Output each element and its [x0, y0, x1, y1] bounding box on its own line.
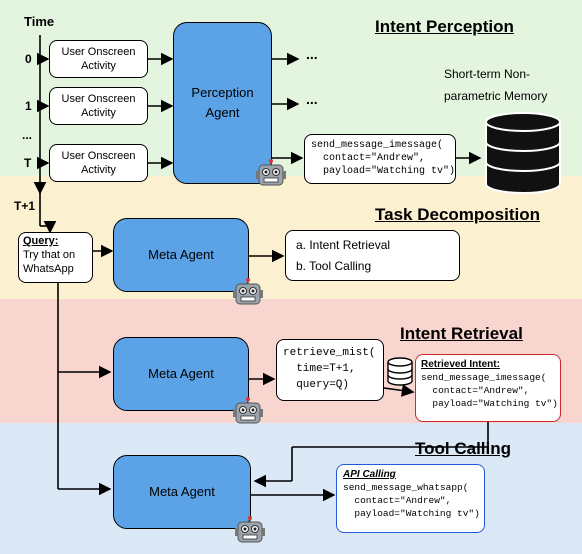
- activity-box-1: User Onscreen Activity: [49, 87, 148, 125]
- meta-agent-label: Meta Agent: [149, 484, 215, 499]
- step-tool-calling: b. Tool Calling: [296, 259, 372, 273]
- robot-icon: [233, 278, 263, 305]
- next-step-label: T+1: [14, 199, 36, 213]
- time-tick-ellipsis: ...: [22, 128, 33, 142]
- api-calling-box: API Calling send_message_whatsapp( conta…: [336, 464, 485, 533]
- retrieved-intent-box: Retrieved Intent: send_message_imessage(…: [415, 354, 561, 422]
- meta-agent-label: Meta Agent: [148, 366, 214, 381]
- retrieved-intent-title: Retrieved Intent:: [421, 359, 500, 370]
- retrieve-call-box: retrieve_mist( time=T+1, query=Q): [276, 339, 384, 401]
- database-icon: [485, 112, 561, 194]
- robot-icon: [235, 516, 265, 543]
- query-text: Try that on WhatsApp: [23, 249, 76, 275]
- perception-agent: Perception Agent: [173, 22, 272, 184]
- database-icon: [387, 357, 413, 386]
- query-title: Query:: [23, 235, 59, 247]
- memory-label: Short-term Non-parametric Memory: [444, 67, 548, 103]
- perception-output-box: send_message_imessage( contact="Andrew",…: [304, 134, 456, 184]
- meta-agent-label: Meta Agent: [148, 247, 214, 262]
- ellipsis-output-0: ...: [306, 46, 318, 62]
- decomposition-steps-box: a. Intent Retrieval b. Tool Calling: [285, 230, 460, 281]
- time-tick-0: 0: [25, 52, 32, 66]
- meta-agent-tool-calling: Meta Agent: [113, 455, 251, 529]
- meta-agent-decomposition: Meta Agent: [113, 218, 249, 292]
- time-tick-1: 1: [25, 99, 32, 113]
- activity-box-0: User Onscreen Activity: [49, 40, 148, 78]
- section-title-intent-perception: Intent Perception: [375, 17, 514, 36]
- activity-box-t: User Onscreen Activity: [49, 144, 148, 182]
- section-title-tool-calling: Tool Calling: [415, 439, 512, 458]
- perception-agent-label: Perception Agent: [191, 85, 254, 120]
- section-title-intent-retrieval: Intent Retrieval: [400, 324, 523, 343]
- meta-agent-retrieval: Meta Agent: [113, 337, 249, 411]
- ellipsis-output-1: ...: [306, 91, 318, 107]
- section-title-task-decomposition: Task Decomposition: [375, 205, 540, 224]
- time-tick-t: T: [24, 156, 32, 170]
- step-intent-retrieval: a. Intent Retrieval: [296, 238, 391, 252]
- time-label: Time: [24, 14, 55, 29]
- robot-icon: [256, 159, 286, 186]
- retrieved-intent-text: send_message_imessage( contact="Andrew",…: [421, 372, 558, 409]
- api-calling-title: API Calling: [343, 469, 396, 480]
- robot-icon: [233, 397, 263, 424]
- api-calling-text: send_message_whatsapp( contact="Andrew",…: [343, 482, 480, 519]
- query-box: Query: Try that on WhatsApp: [18, 232, 93, 283]
